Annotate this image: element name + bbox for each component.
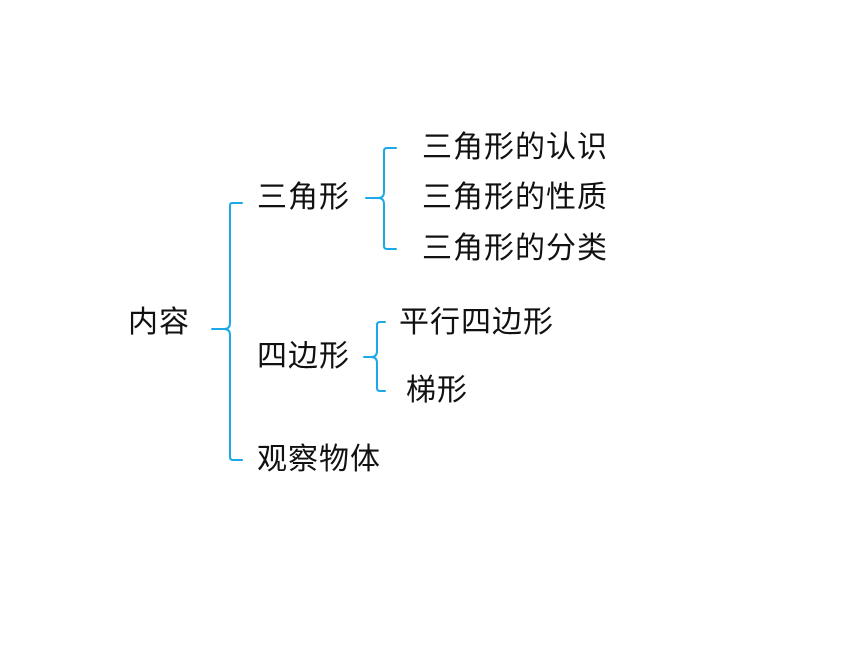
leaf-triangle-recognition: 三角形的认识 xyxy=(422,130,608,165)
root-brace xyxy=(211,202,243,461)
branch-observing-objects: 观察物体 xyxy=(257,442,381,477)
root-node: 内容 xyxy=(128,305,190,340)
leaf-trapezoid: 梯形 xyxy=(406,373,468,408)
branch-quadrilateral: 四边形 xyxy=(257,339,350,374)
quadrilateral-brace xyxy=(363,321,386,392)
leaf-parallelogram: 平行四边形 xyxy=(399,305,554,340)
leaf-triangle-classification: 三角形的分类 xyxy=(422,231,608,266)
triangle-brace xyxy=(365,147,397,250)
leaf-triangle-properties: 三角形的性质 xyxy=(422,180,608,215)
branch-triangle: 三角形 xyxy=(257,180,350,215)
